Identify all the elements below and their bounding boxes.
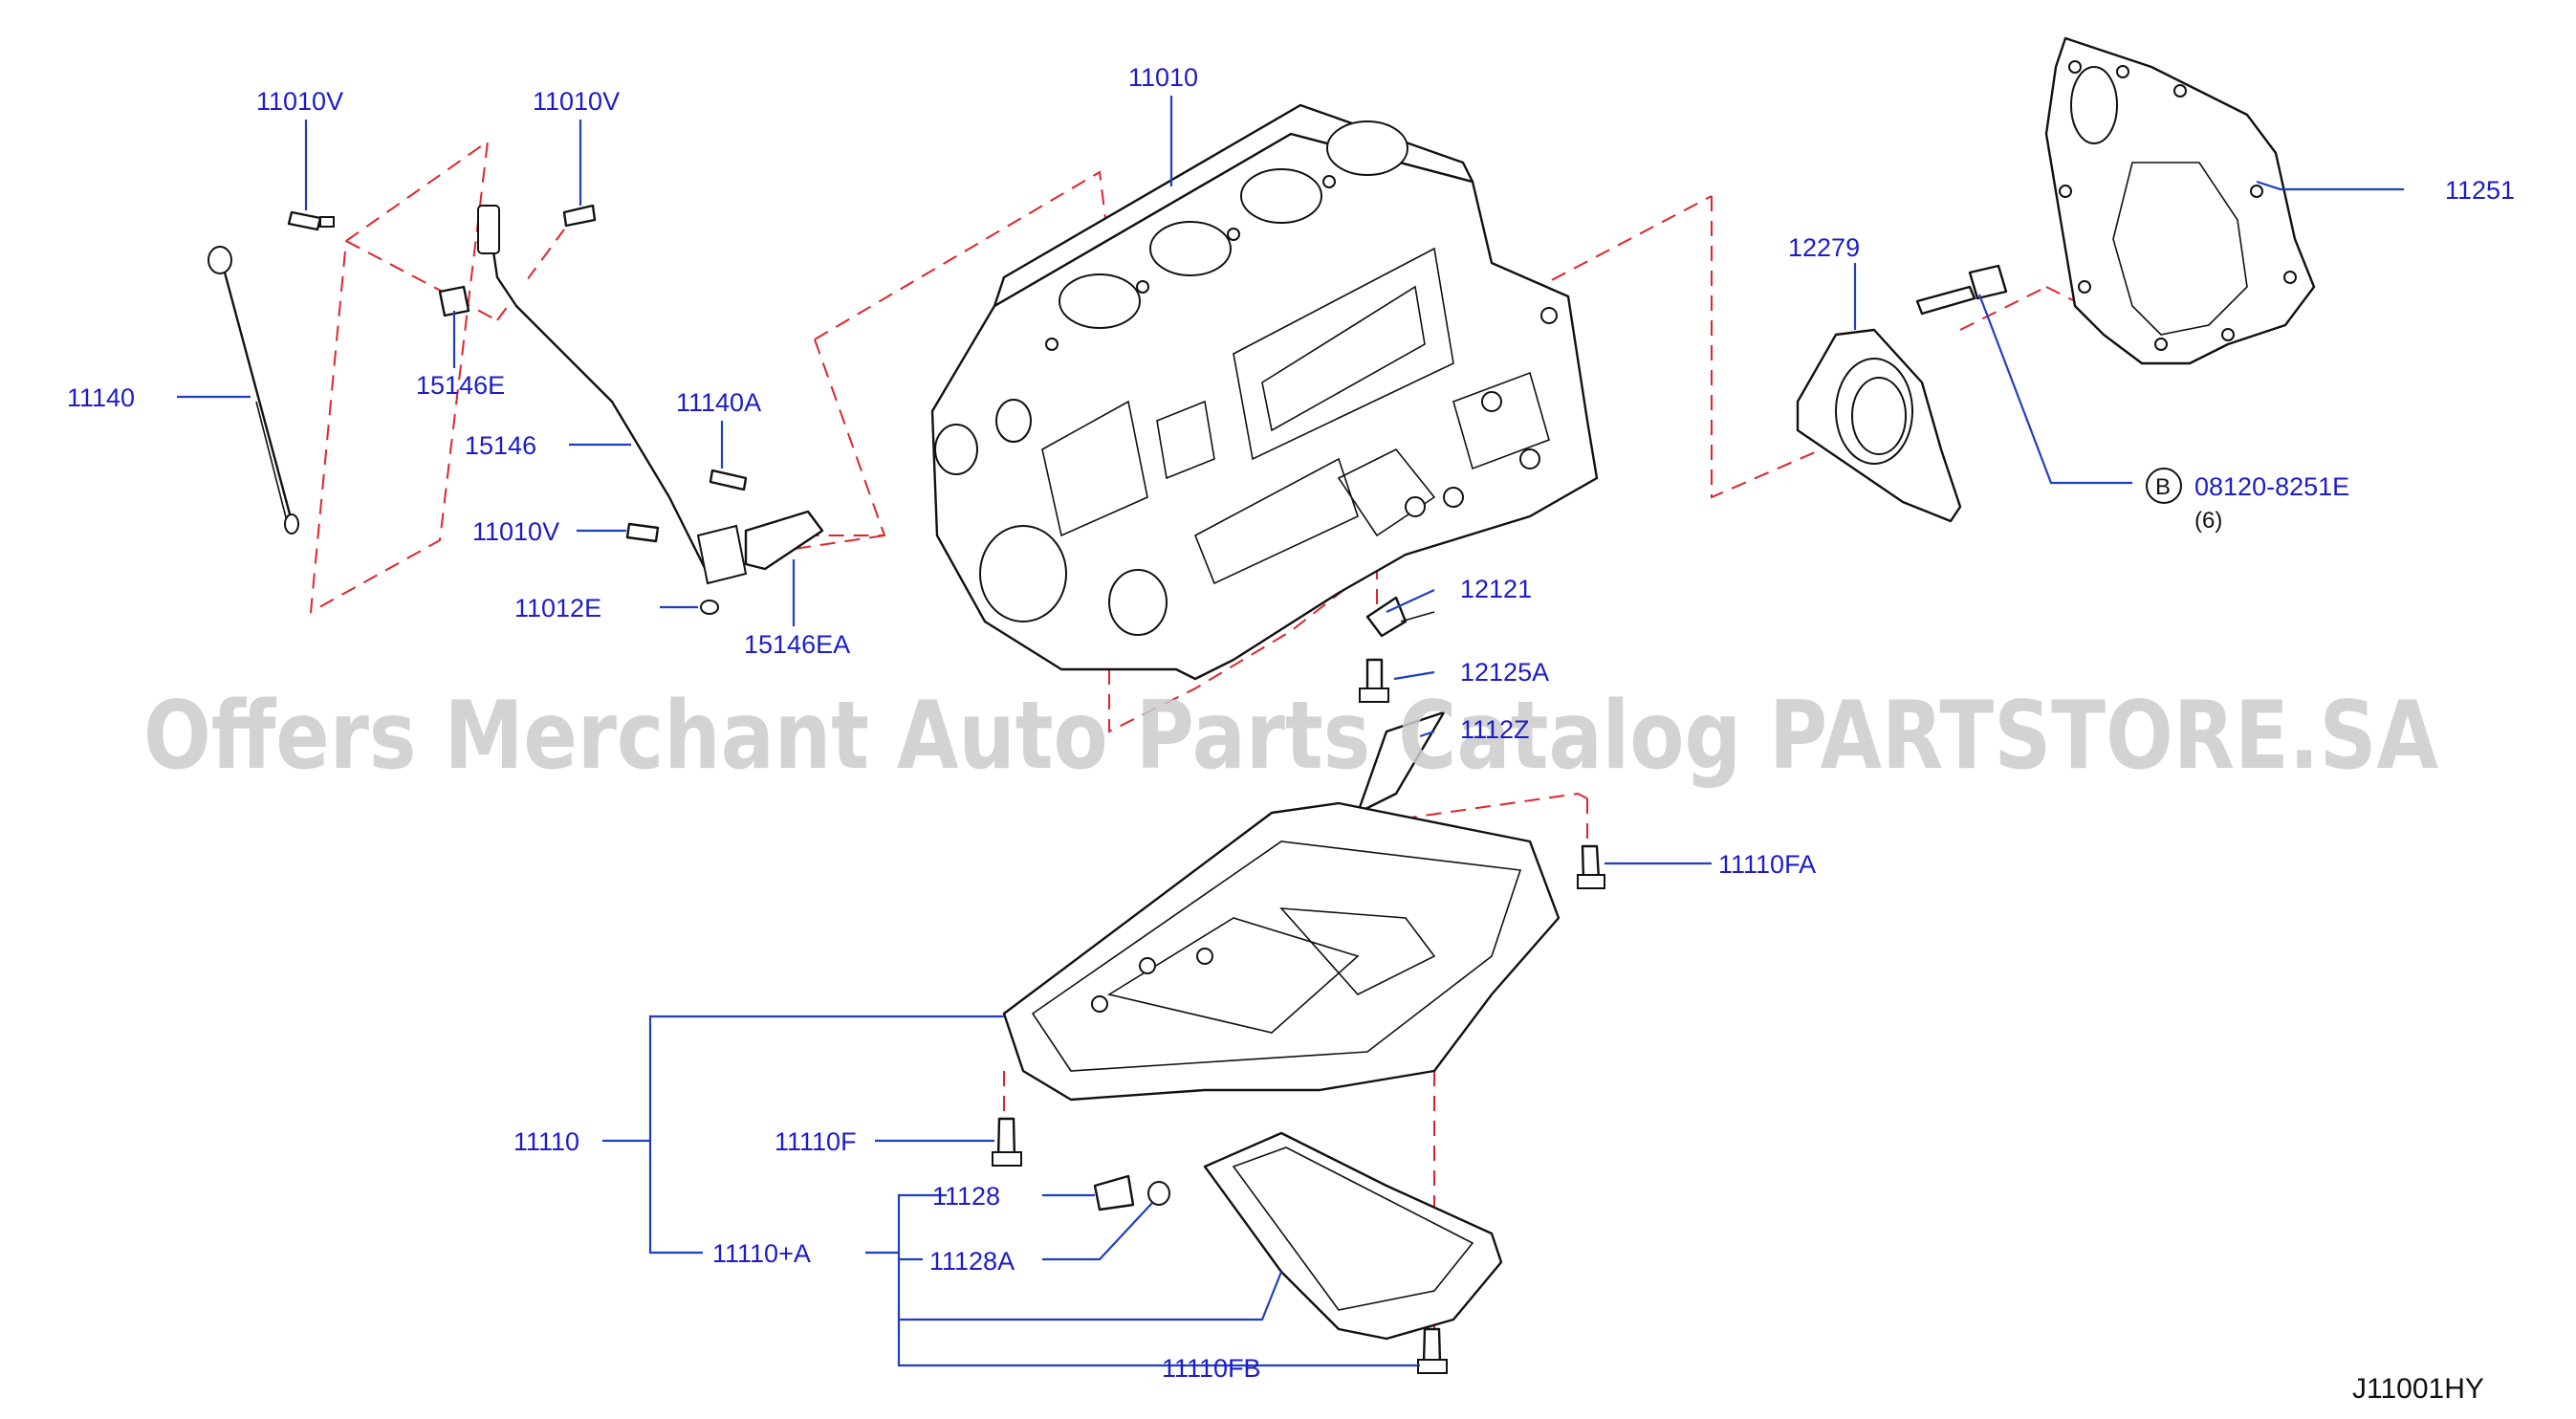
- bolt-11140a[interactable]: [709, 469, 748, 491]
- bolt-reference-letter: B: [2155, 474, 2171, 500]
- callout-12121[interactable]: 12121: [1460, 575, 1532, 603]
- callout-11110a[interactable]: 11110+A: [712, 1239, 811, 1268]
- callout-11010[interactable]: 11010: [1128, 63, 1198, 92]
- callout-11128[interactable]: 11128: [932, 1182, 1000, 1211]
- callout-11140[interactable]: 11140: [67, 383, 135, 412]
- sealant-tube-1112z[interactable]: [1356, 710, 1446, 815]
- callout-11128a[interactable]: 11128A: [929, 1247, 1015, 1276]
- rear-oil-seal-retainer[interactable]: [1796, 328, 1962, 523]
- callout-11110f[interactable]: 11110F: [775, 1127, 857, 1156]
- rear-end-plate[interactable]: [2044, 36, 2316, 365]
- callout-11110[interactable]: 11110: [513, 1127, 579, 1156]
- dipstick-guide-tube[interactable]: [477, 205, 748, 585]
- callout-08120-8251e: 08120-8251E: [2194, 472, 2349, 501]
- callout-11140a[interactable]: 11140A: [676, 388, 761, 417]
- callout-11110fb[interactable]: 11110FB: [1162, 1354, 1261, 1383]
- callout-11251[interactable]: 11251: [2445, 176, 2515, 205]
- callout-12125a[interactable]: 12125A: [1460, 658, 1549, 687]
- bolt-11110fa[interactable]: [1577, 844, 1605, 889]
- watermark-text: Offers Merchant Auto Parts Catalog PARTS…: [143, 682, 2438, 791]
- callout-1112z[interactable]: 1112Z: [1460, 715, 1530, 744]
- washer-11128a[interactable]: [1147, 1181, 1170, 1206]
- leader-lines: [177, 96, 2404, 1367]
- diagram-code: J11001HY: [2352, 1373, 2484, 1405]
- bracket-15146ea[interactable]: [744, 510, 824, 571]
- callout-labels: 11010V 11010V 11140 15146E 15146 11140A …: [67, 63, 2515, 1383]
- bolt-11110f[interactable]: [992, 1117, 1022, 1167]
- callout-15146[interactable]: 15146: [465, 431, 536, 460]
- callout-15146ea[interactable]: 15146EA: [744, 630, 850, 659]
- rear-plate-bolt[interactable]: [1915, 264, 2008, 316]
- bolt-11010v-left[interactable]: [287, 210, 335, 231]
- oring-11012e[interactable]: [700, 600, 719, 615]
- callout-11010v-lower[interactable]: 11010V: [472, 517, 559, 546]
- bolt-quantity: (6): [2194, 508, 2222, 534]
- bolt-11010v-right[interactable]: [562, 204, 597, 228]
- oil-pan-upper[interactable]: [1002, 801, 1561, 1102]
- bracket-15146e[interactable]: [438, 285, 470, 317]
- callout-11010v-left[interactable]: 11010V: [256, 87, 343, 116]
- callout-11012e[interactable]: 11012E: [514, 594, 601, 622]
- callout-12279[interactable]: 12279: [1788, 233, 1860, 262]
- drain-plug-11128[interactable]: [1093, 1174, 1135, 1212]
- bolt-reference-circle: [2146, 468, 2182, 504]
- bolt-11010v-lower[interactable]: [625, 522, 660, 543]
- callout-11010v-right[interactable]: 11010V: [533, 87, 620, 116]
- bolt-11110fb[interactable]: [1417, 1327, 1448, 1374]
- callout-15146e[interactable]: 15146E: [416, 371, 505, 400]
- bolt-12125a[interactable]: [1359, 658, 1389, 703]
- bolt-reference-callout[interactable]: B 08120-8251E (6): [2146, 468, 2349, 534]
- oil-dipstick[interactable]: [207, 246, 299, 535]
- oil-pan-lower[interactable]: [1203, 1131, 1503, 1341]
- engine-block[interactable]: [930, 103, 1599, 681]
- callout-11110fa[interactable]: 11110FA: [1718, 850, 1816, 879]
